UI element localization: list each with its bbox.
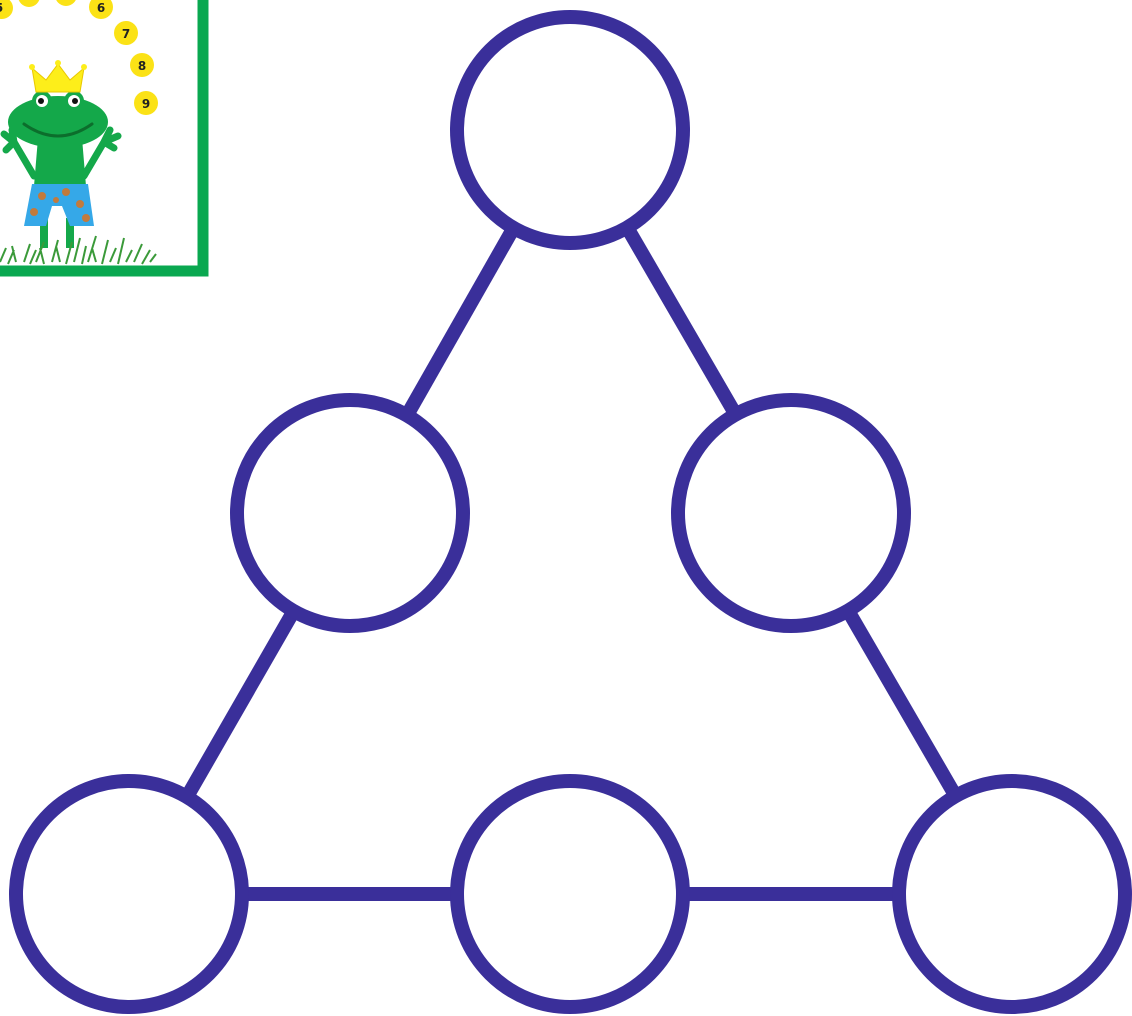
grass [0, 236, 156, 264]
node-middle-right[interactable] [678, 400, 904, 626]
edge-top-middle-right [628, 229, 733, 410]
node-top[interactable] [457, 17, 683, 243]
svg-text:6: 6 [97, 1, 105, 15]
number-ball: 9 [134, 91, 158, 115]
number-ball: 5 [0, 0, 13, 19]
edge-top-middle-left [410, 229, 513, 410]
frog-prince-illustration [4, 60, 118, 248]
frog-panel: 5 6 7 8 9 [0, 0, 203, 271]
number-ball: 7 [114, 21, 138, 45]
triangle-puzzle [16, 17, 1125, 1007]
node-bottom-middle[interactable] [457, 781, 683, 1007]
node-bottom-left[interactable] [16, 781, 242, 1007]
number-ball [55, 0, 77, 6]
number-ball: 8 [130, 53, 154, 77]
svg-text:5: 5 [0, 1, 3, 15]
edge-middle-right-bottom-right [850, 614, 955, 795]
node-bottom-right[interactable] [899, 781, 1125, 1007]
number-ball: 6 [89, 0, 113, 19]
crown-icon [32, 64, 84, 92]
node-middle-left[interactable] [237, 400, 463, 626]
svg-text:7: 7 [122, 27, 130, 41]
number-ball [18, 0, 40, 7]
edge-middle-left-bottom-left [188, 614, 292, 795]
svg-text:8: 8 [138, 59, 146, 73]
svg-text:9: 9 [142, 97, 150, 111]
